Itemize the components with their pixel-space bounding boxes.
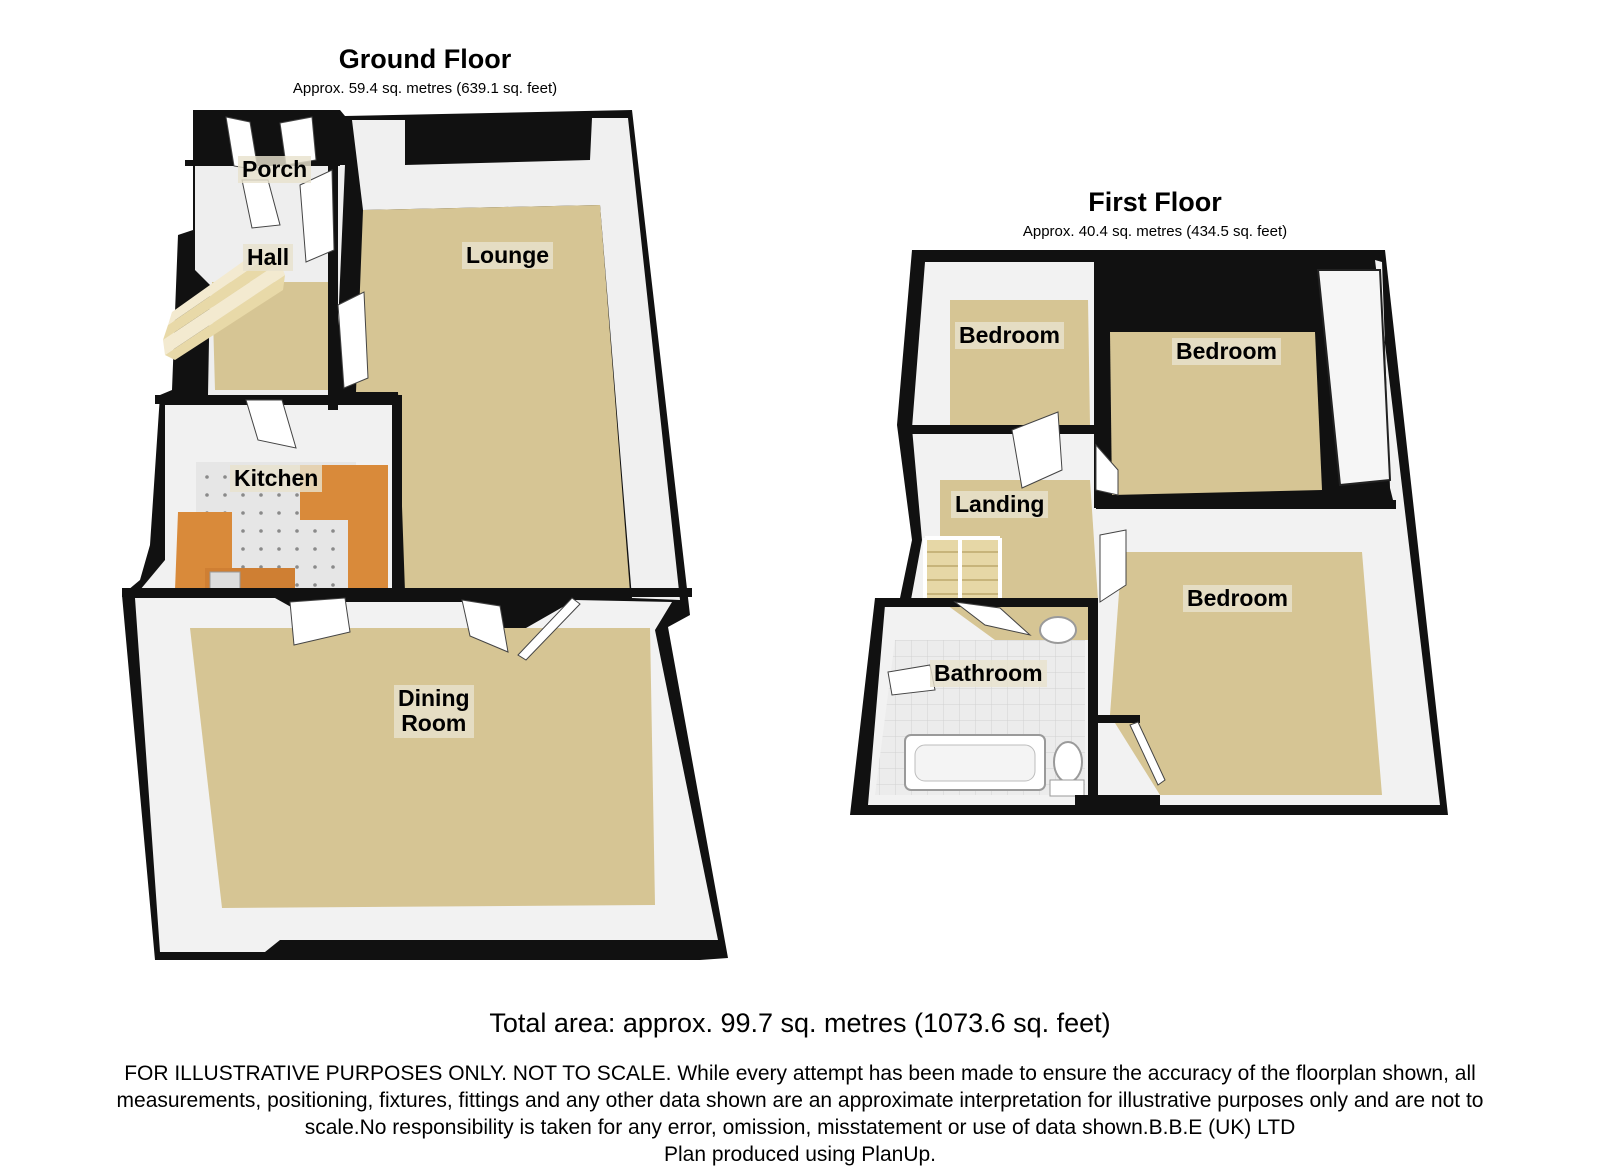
disclaimer-line-3: scale.No responsibility is taken for any… bbox=[304, 1116, 1296, 1139]
disclaimer-line-4: Plan produced using PlanUp. bbox=[663, 1143, 936, 1166]
first-floor-stairs bbox=[923, 536, 1002, 600]
sink bbox=[1039, 616, 1077, 644]
dining-room-line2: Room bbox=[401, 710, 467, 737]
room-label-bedroom-top-right: Bedroom bbox=[1172, 338, 1281, 366]
bedroom-left-floor bbox=[950, 300, 1090, 425]
floorplan-drawing bbox=[122, 110, 1448, 960]
ground-floor-title: Ground Floor bbox=[338, 44, 512, 74]
total-area: Total area: approx. 99.7 sq. metres (107… bbox=[489, 1008, 1111, 1038]
dining-floor bbox=[190, 628, 655, 908]
wardrobe bbox=[1316, 269, 1392, 487]
disclaimer: FOR ILLUSTRATIVE PURPOSES ONLY. NOT TO S… bbox=[40, 1060, 1560, 1168]
room-label-kitchen: Kitchen bbox=[230, 465, 323, 493]
ground-floor-area: Approx. 59.4 sq. metres (639.1 sq. feet) bbox=[292, 80, 558, 97]
disclaimer-line-2: measurements, positioning, fixtures, fit… bbox=[116, 1089, 1484, 1112]
kitchen-counters bbox=[175, 465, 388, 592]
disclaimer-line-1: FOR ILLUSTRATIVE PURPOSES ONLY. NOT TO S… bbox=[124, 1062, 1476, 1085]
room-label-dining-room: Dining Room bbox=[394, 685, 474, 738]
room-label-hall: Hall bbox=[243, 244, 294, 272]
first-floor-title: First Floor bbox=[1088, 187, 1222, 217]
first-floor-area: Approx. 40.4 sq. metres (434.5 sq. feet) bbox=[1022, 223, 1288, 240]
bedroom-top-right-floor bbox=[1110, 332, 1322, 495]
first-floor-plan bbox=[850, 250, 1448, 815]
first-floor-doors bbox=[887, 411, 1166, 786]
toilet bbox=[1053, 741, 1083, 783]
room-label-bedroom-bottom-right: Bedroom bbox=[1183, 585, 1292, 613]
bedroom-bottom-right-floor bbox=[1110, 552, 1382, 795]
dining-room-line1: Dining bbox=[398, 685, 470, 711]
room-label-landing: Landing bbox=[951, 491, 1049, 519]
ground-floor-plan bbox=[122, 110, 728, 960]
lounge-wall-faces bbox=[352, 118, 680, 600]
room-label-porch: Porch bbox=[238, 156, 312, 184]
lounge-floor bbox=[356, 205, 630, 592]
room-label-bathroom: Bathroom bbox=[930, 660, 1047, 688]
room-label-lounge: Lounge bbox=[462, 242, 554, 270]
room-label-bedroom-left: Bedroom bbox=[955, 322, 1064, 350]
